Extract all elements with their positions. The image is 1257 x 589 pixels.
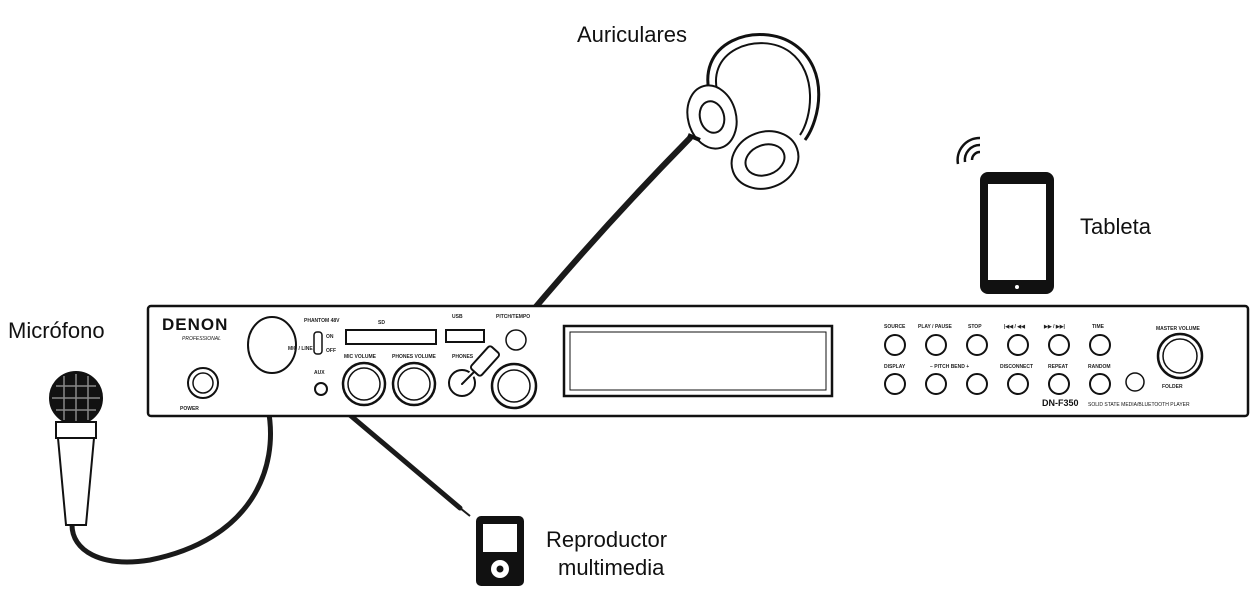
phones-volume-knob[interactable] [391,361,437,407]
media-player-label-line1: Reproductor [546,527,668,552]
source-button[interactable] [884,334,906,356]
aux-label: AUX [314,370,325,376]
media-player-label-line2: multimedia [558,555,665,580]
tablet-icon [980,172,1054,294]
phantom-switch[interactable] [313,331,323,355]
rack-device: DENON PROFESSIONAL POWER MIC / LINE IN P… [146,304,1250,418]
btn-label-stop: STOP [968,324,982,330]
brand-logo: DENON [162,315,228,334]
btn-label-repeat: REPEAT [1048,364,1068,370]
ir-sensor [1125,372,1145,392]
repeat-button[interactable] [1048,373,1070,395]
pitch-label: PITCH/TEMPO [496,314,530,320]
headphones-label: Auriculares [577,22,688,47]
headphone-plug-icon [459,345,501,387]
mic-volume-label: MIC VOLUME [344,354,377,360]
btn-label-play-pause: PLAY / PAUSE [918,324,952,330]
model-description: SOLID STATE MEDIA/BLUETOOTH PLAYER [1088,402,1190,408]
master-volume-knob[interactable] [1156,332,1204,380]
usb-label: USB [452,314,463,320]
master-volume-label: MASTER VOLUME [1156,326,1201,332]
pitch-bend-plus-button[interactable] [966,373,988,395]
mic-volume-knob[interactable] [341,361,387,407]
headphones-icon [686,33,821,190]
power-label: POWER [180,406,199,412]
power-button-inner [192,372,214,394]
xlr-input-socket[interactable] [247,316,297,374]
btn-label-prev: |◀◀ / ◀◀ [1004,324,1025,330]
tablet-label: Tableta [1080,214,1151,239]
pitch-bend-minus-button[interactable] [925,373,947,395]
btn-label-pitch-bend: − PITCH BEND + [930,364,969,370]
phantom-on-label: ON [326,334,334,340]
microphone-cable [69,405,273,565]
time-button[interactable] [1089,334,1111,356]
play-pause-button[interactable] [925,334,947,356]
btn-label-time: TIME [1092,324,1105,330]
random-button[interactable] [1089,373,1111,395]
brand-sub: PROFESSIONAL [182,336,221,342]
aux-jack[interactable] [314,382,328,396]
microphone-icon [49,371,103,526]
sd-label: SD [378,320,385,326]
microphone-label: Micrófono [8,318,105,343]
display-button[interactable] [884,373,906,395]
usb-port[interactable] [445,329,485,343]
bluetooth-disconnect-button[interactable] [1007,373,1029,395]
media-player-icon [476,516,524,586]
pitch-button[interactable] [505,329,527,351]
phantom-off-label: OFF [326,348,336,354]
btn-label-disconnect: DISCONNECT [1000,364,1033,370]
btn-label-display: DISPLAY [884,364,906,370]
model-name: DN-F350 [1042,398,1079,408]
btn-label-next: ▶▶ / ▶▶| [1043,324,1066,330]
display-window-inner [569,331,827,391]
mic-line-label: MIC / LINE IN [288,346,320,352]
phones-volume-label: PHONES VOLUME [392,354,437,360]
btn-label-source: SOURCE [884,324,906,330]
previous-button[interactable] [1007,334,1029,356]
master-volume-knob-ring [1162,338,1198,374]
display-window [562,324,834,398]
sd-card-slot[interactable] [345,329,437,345]
aux-cable-tip [459,507,471,517]
next-button[interactable] [1048,334,1070,356]
phantom-label: PHANTOM 48V [304,318,340,324]
phones-label: PHONES [452,354,474,360]
pitch-tempo-knob-ring [497,369,531,403]
btn-label-random: RANDOM [1088,364,1111,370]
wireless-icon [956,136,981,165]
phones-volume-knob-ring [397,367,431,401]
stop-button[interactable] [966,334,988,356]
folder-label: FOLDER [1162,384,1183,390]
mic-volume-knob-ring [347,367,381,401]
